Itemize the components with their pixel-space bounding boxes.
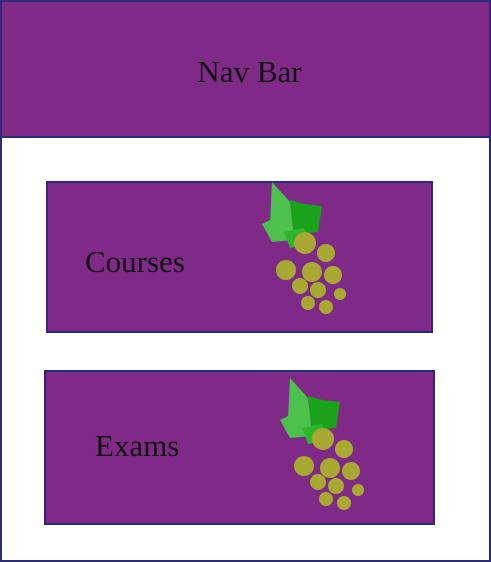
nav-bar[interactable]: Nav Bar [2, 2, 489, 138]
courses-card-label: Courses [85, 244, 185, 279]
grapes-icon [262, 182, 346, 314]
nav-bar-title: Nav Bar [197, 54, 302, 89]
grapes-icon [280, 378, 364, 510]
courses-card[interactable]: Courses [46, 181, 433, 333]
exams-card[interactable]: Exams [44, 370, 435, 525]
exams-card-label: Exams [95, 428, 180, 463]
